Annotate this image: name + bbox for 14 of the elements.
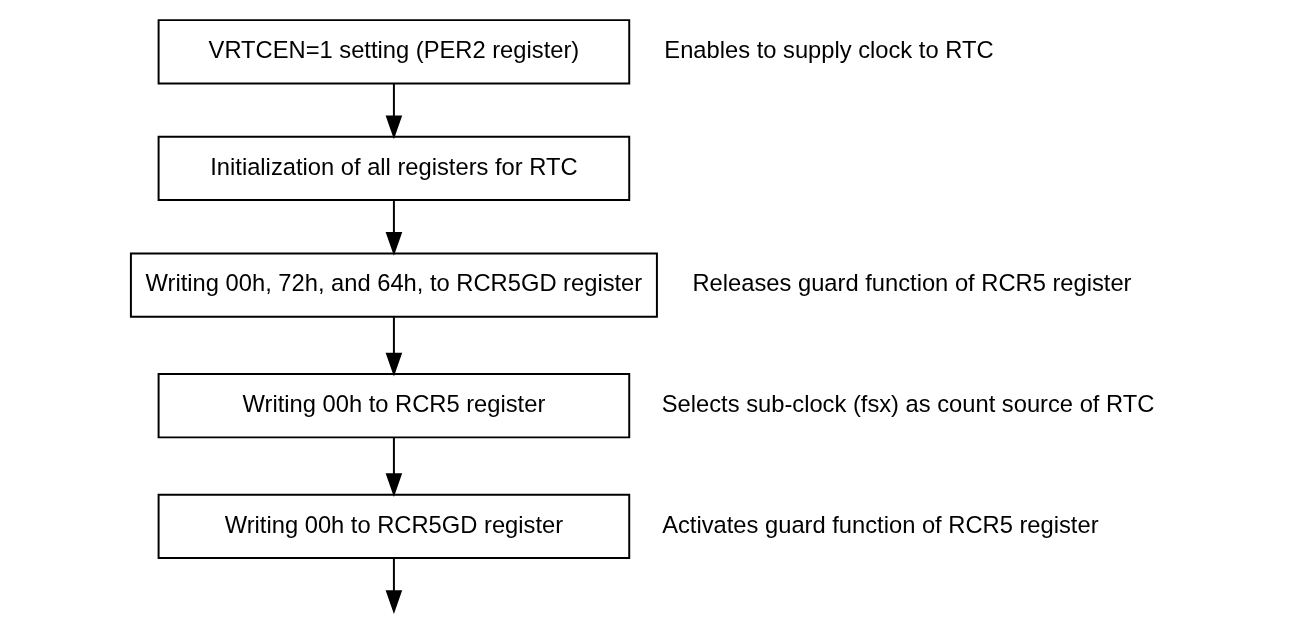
node-label: Selects sub-clock (fsx) as count source of RTC <box>661 390 1154 417</box>
node-box: VRTCEN=1 setting (PER2 register) <box>157 19 630 85</box>
arrow <box>385 316 402 377</box>
arrow <box>385 436 402 498</box>
node-label: Activates guard function of RCR5 register <box>661 511 1099 538</box>
node-box: Writing 00h, 72h, and 64h, to RCR5GD register <box>129 252 658 318</box>
node-label: Releases guard function of RCR5 register <box>691 270 1132 297</box>
node-label: Enables to supply clock to RTC <box>663 36 994 63</box>
node-box: Initialization of all registers for RTC <box>157 135 630 202</box>
node-box: Writing 00h to RCR5 register <box>157 373 630 439</box>
arrow <box>385 82 402 140</box>
arrow <box>385 557 402 615</box>
node-box: Writing 00h to RCR5GD register <box>157 493 630 559</box>
arrow <box>385 199 402 256</box>
